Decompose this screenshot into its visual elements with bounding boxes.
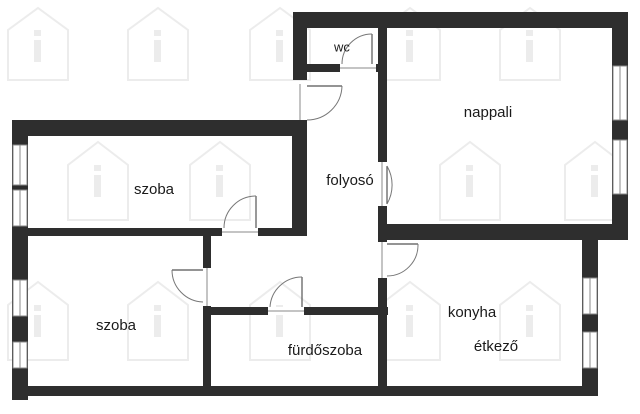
wall	[378, 238, 387, 394]
watermark-house-icon	[127, 6, 189, 81]
watermark-house-icon	[127, 280, 189, 361]
watermark-house-icon	[7, 6, 69, 81]
window	[582, 331, 598, 369]
wall	[293, 12, 628, 28]
watermark-house-icon	[7, 280, 69, 361]
wall	[12, 386, 598, 396]
room-label-wc: wc	[333, 39, 350, 54]
door	[171, 268, 211, 306]
watermark-house-icon	[439, 140, 501, 221]
watermark-house-icon	[67, 140, 129, 221]
wall	[612, 12, 628, 240]
wall	[378, 12, 387, 240]
window	[12, 341, 28, 369]
window	[12, 189, 28, 227]
room-label-etkezo: étkező	[474, 338, 518, 355]
window	[612, 65, 628, 121]
wall	[378, 224, 628, 240]
room-label-konyha: konyha	[448, 304, 497, 321]
door	[378, 162, 393, 206]
watermark-house-icon	[499, 280, 561, 361]
wall	[292, 120, 307, 235]
door	[222, 195, 258, 236]
window	[612, 139, 628, 195]
windows	[12, 65, 628, 369]
door	[340, 33, 376, 72]
wall	[293, 64, 378, 72]
door	[293, 84, 343, 121]
room-label-szoba-lower: szoba	[96, 317, 137, 334]
wall	[12, 120, 307, 136]
wall	[12, 228, 307, 236]
wall	[293, 12, 307, 80]
window	[12, 279, 28, 317]
room-label-furdoszoba: fürdőszoba	[288, 342, 363, 359]
wall	[582, 238, 598, 396]
room-label-folyoso: folyosó	[326, 172, 374, 189]
door	[378, 242, 419, 278]
window	[12, 144, 28, 186]
room-label-nappali: nappali	[464, 104, 512, 121]
watermark-house-icon	[379, 280, 441, 361]
doors	[171, 33, 419, 315]
room-label-szoba-upper: szoba	[134, 181, 175, 198]
window	[582, 277, 598, 315]
door	[268, 276, 304, 315]
watermark-house-icon	[189, 140, 251, 221]
